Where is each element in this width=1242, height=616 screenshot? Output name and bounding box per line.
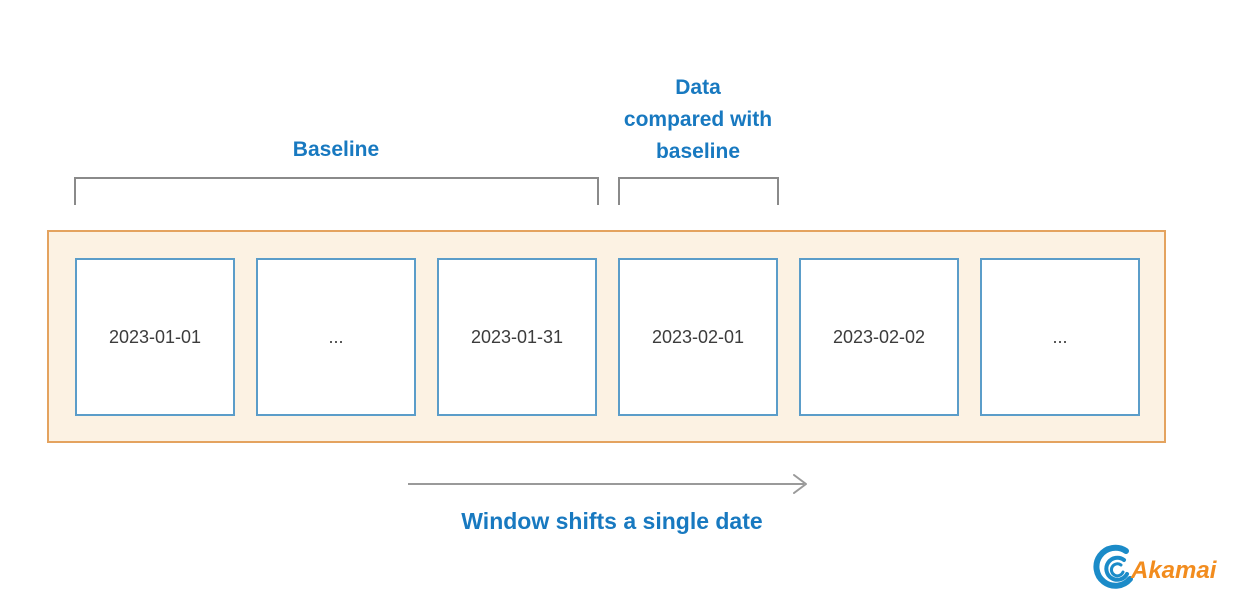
- date-box-ellipsis-2: ...: [980, 258, 1140, 416]
- window-shift-label: Window shifts a single date: [461, 508, 763, 534]
- date-window-container: 2023-01-01 ... 2023-01-31 2023-02-01 202…: [47, 230, 1166, 443]
- baseline-bracket: [74, 177, 599, 205]
- date-box-2023-01-31: 2023-01-31: [437, 258, 597, 416]
- date-box-label: 2023-01-31: [470, 326, 564, 347]
- compared-label-line-1: Data: [675, 76, 721, 99]
- date-box-label: 2023-02-02: [832, 326, 926, 347]
- compared-label-line-2: compared with: [623, 108, 773, 131]
- date-box-label: ...: [1052, 326, 1068, 347]
- compared-bracket: [618, 177, 779, 205]
- akamai-logo: Akamai: [1093, 544, 1218, 592]
- date-box-2023-02-02: 2023-02-02: [799, 258, 959, 416]
- compared-label-line-3: baseline: [655, 140, 741, 163]
- right-arrow-icon: [408, 474, 807, 494]
- date-box-label: 2023-01-01: [108, 326, 202, 347]
- date-box-2023-02-01: 2023-02-01: [618, 258, 778, 416]
- compared-with-baseline-label: Data compared with baseline: [598, 72, 798, 168]
- baseline-label: Baseline: [292, 138, 380, 161]
- date-box-label: ...: [328, 326, 344, 347]
- akamai-logo-text: Akamai: [1130, 557, 1217, 584]
- date-box-ellipsis-1: ...: [256, 258, 416, 416]
- date-box-label: 2023-02-01: [651, 326, 745, 347]
- akamai-wave-icon: Akamai: [1093, 544, 1218, 589]
- date-box-2023-01-01: 2023-01-01: [75, 258, 235, 416]
